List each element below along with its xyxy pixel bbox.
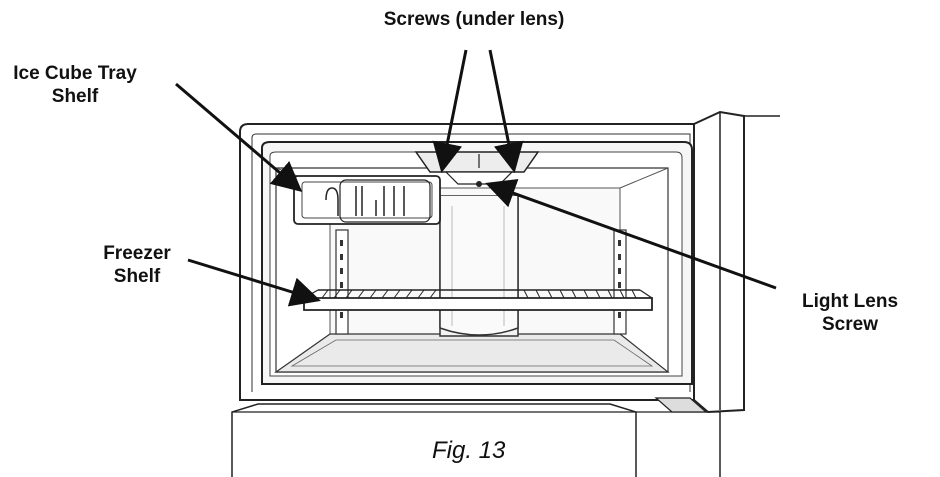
label-ice-tray-line1: Ice Cube Tray: [13, 63, 137, 84]
label-freezer-shelf: Freezer Shelf: [82, 242, 192, 288]
callout-arrows: [175, 49, 777, 307]
lower-cabinet: [231, 403, 721, 477]
shelf-support-right: [613, 229, 627, 335]
light-housing: [439, 195, 519, 337]
label-screws: Screws (under lens): [383, 9, 565, 30]
label-lens-screw-line1: Light Lens: [801, 291, 899, 312]
label-lens-screw-line2: Screw: [822, 314, 878, 335]
label-freezer-line1: Freezer: [103, 243, 171, 264]
arrow-screw-left: [432, 49, 468, 173]
arrow-freezer-shelf: [187, 258, 321, 307]
label-freezer-line2: Shelf: [113, 266, 161, 287]
ice-cube-tray-shelf: [293, 175, 441, 225]
arrow-screw-right: [488, 49, 524, 173]
open-door: [654, 110, 780, 414]
freezer-wire-shelf: [303, 289, 653, 311]
figure-caption: Fig. 13: [432, 437, 506, 464]
label-light-lens-screw: Light Lens Screw: [770, 290, 930, 336]
arrow-lens-screw: [485, 179, 777, 290]
arrow-ice-tray: [175, 82, 303, 192]
label-ice-tray-line2: Shelf: [51, 86, 99, 107]
shelf-support-left: [335, 229, 349, 335]
label-ice-cube-tray-shelf: Ice Cube Tray Shelf: [0, 62, 150, 108]
